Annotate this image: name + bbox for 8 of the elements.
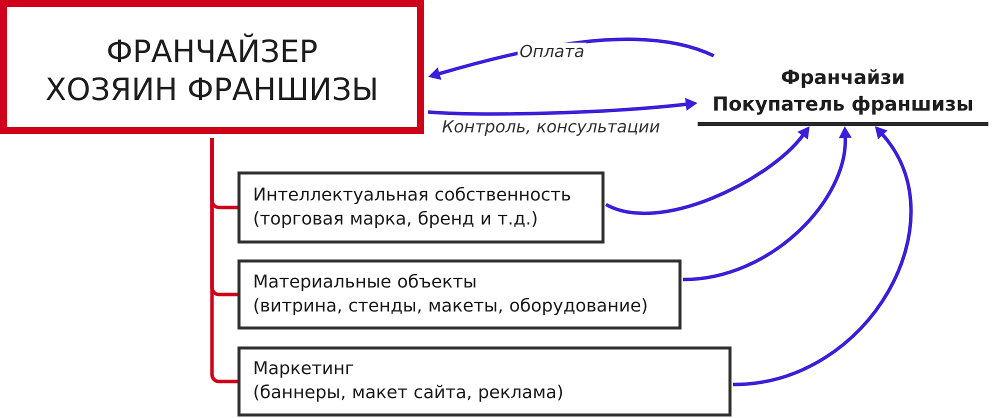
- item-box: Маркетинг (баннеры, макет сайта, реклама): [238, 346, 732, 416]
- connector-line: [210, 138, 238, 384]
- edge-label: Оплата: [518, 42, 586, 60]
- edge-label: Контроль, консультации: [440, 118, 662, 138]
- item-box: Материальные объекты (витрина, стенды, макеты, оборудование): [238, 260, 682, 330]
- item-box: Интеллектуальная собственность (торговая марка, бренд и т.д.): [238, 172, 604, 244]
- underlined-heading: Франчайзи Покупатель франшизы: [698, 69, 988, 126]
- entity-box: ФРАНЧАЙЗЕР ХОЗЯИН ФРАНШИЗЫ: [0, 0, 424, 134]
